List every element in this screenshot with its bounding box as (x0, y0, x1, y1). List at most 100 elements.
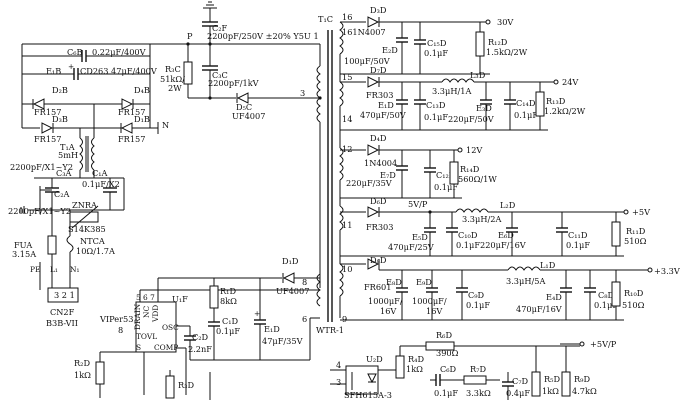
d8d-value: FR601 (364, 282, 391, 292)
r3c-value1: 51kΩ/ (160, 74, 185, 84)
c14d-label: C₁₄D (516, 98, 536, 108)
e5d-label: E₅D (412, 232, 428, 242)
r4d-resistor (395, 355, 405, 379)
e1b-value: CD263 47μF/400V (80, 66, 158, 76)
d1b-label: D₁B (134, 114, 150, 124)
rail-5v: +5V (632, 207, 651, 217)
b3b-label: B3B-VII (46, 318, 78, 328)
r13d-value: 1.2kΩ/2W (544, 106, 586, 116)
e7d-value: 220μF/35V (346, 178, 393, 188)
fua-label: FUA (14, 240, 32, 250)
fr157-3: FR157 (34, 134, 61, 144)
c15d-label: C₁₅D (427, 38, 447, 48)
e9d-label: E₉D (416, 277, 432, 287)
r2d-label: R₂D (74, 358, 90, 368)
comp-pin-label: COMP (154, 343, 178, 352)
l3d-value: 3.3μH/1A (432, 86, 471, 96)
cn-pins: 3 2 1 (54, 290, 75, 300)
r3c-value2: 2W (168, 83, 182, 93)
c9d-label: C₉D (468, 290, 485, 300)
c13d-value: 0.1μF (424, 112, 448, 122)
r1d-label: R₁D (220, 286, 236, 296)
c2f-label: C₂F (212, 23, 228, 33)
d3d-label: D₃D (370, 5, 387, 15)
d6d-label: D₆D (370, 196, 387, 206)
r9d-label: R₉D (574, 374, 590, 384)
n-label: N (162, 120, 169, 130)
rail-30v: 30V (497, 17, 514, 27)
svg-text:+: + (68, 62, 74, 71)
c7d-label: C₇D (512, 376, 529, 386)
n1-label: N₁ (70, 265, 79, 274)
d4d-label: D₄D (370, 133, 387, 143)
l1-label: L₁ (50, 265, 58, 274)
tovl-pin-label: TOVL (136, 332, 157, 341)
d1d-value: UF4007 (276, 286, 309, 296)
rail-24v: 24V (562, 77, 579, 87)
s14k385-label: S14K385 (68, 224, 106, 234)
r6d-label: R₆D (436, 330, 452, 340)
pin9-label: 9 (342, 314, 347, 324)
c8d-value: 0.1μF (594, 300, 618, 310)
r5d-resistor (531, 371, 541, 397)
r10d-label: R₁₀D (624, 288, 644, 298)
e3d-label: E₃D (476, 103, 492, 113)
c13d-label: C₁₃D (426, 100, 446, 110)
r3d-label: R₃D (178, 380, 194, 390)
r9d-value: 4.7kΩ (572, 386, 597, 396)
chassis-ground-icon (20, 206, 40, 214)
c9d-value: 0.1μF (466, 300, 490, 310)
u2d-label: U₂D (366, 354, 383, 364)
r13d-resistor (535, 91, 545, 117)
r3c-resistor (183, 61, 193, 85)
r1d-resistor (209, 285, 219, 309)
c2d-value: 2.2nF (188, 344, 212, 354)
d3d-value: 161N4007 (342, 27, 386, 37)
d1d-label: D₁D (282, 256, 299, 266)
d8d-label: D₈D (370, 255, 387, 265)
e8d-value2: 16V (380, 306, 397, 316)
ntca-label: NTCA (80, 236, 105, 246)
e3d-value: 220μF/50V (448, 114, 495, 124)
pin3-label: 3 (300, 88, 305, 98)
cn2f-label: CN2F (50, 307, 75, 317)
cn2f-connector (47, 287, 79, 303)
d6d-value: FR303 (366, 222, 393, 232)
c6b-value: 0.22μF/400V (92, 47, 147, 57)
znra-label: ZNRA (72, 200, 97, 210)
l2d-inductor (455, 208, 489, 213)
c1a-value: 0.1μF/X2 (82, 179, 120, 189)
rail-5vp: +5V/P (590, 339, 617, 349)
pin10-label: 10 (342, 264, 352, 274)
e6d-label: E₆D (498, 230, 514, 240)
r4d-value: 1kΩ (406, 364, 423, 374)
r12d-resistor (475, 31, 485, 57)
pin16-label: 16 (342, 12, 352, 22)
ntca-value: 10Ω/1.7A (76, 246, 115, 256)
fua-value: 3.15A (12, 249, 36, 259)
c3c-label: C₃C (212, 70, 228, 80)
l2d-label: L₂D (500, 200, 516, 210)
node-p-label: P (187, 31, 193, 41)
r1d-value: 8kΩ (220, 296, 237, 306)
pin6-label: 6 (302, 314, 307, 324)
d7d-value: FR303 (366, 90, 393, 100)
r14d-label: R₁₄D (460, 164, 480, 174)
e2d-label: E₂D (382, 45, 398, 55)
pin11-label: 11 (342, 220, 352, 230)
e1b-label: E₁B (46, 66, 61, 76)
r14d-value: 560Ω/1W (458, 174, 497, 184)
e7d-label: E₇D (380, 170, 396, 180)
vdd-pin-label: VDD (151, 305, 160, 323)
c2f-value: 2200pF/250V ±20% Y5U 1 (207, 31, 319, 41)
r6d-value: 390Ω (436, 348, 459, 358)
c2a-label: C₂A (54, 189, 70, 199)
viper-pins-top: 5 6 7 (136, 293, 155, 302)
d1b2-diode (120, 122, 133, 134)
opto-led (367, 373, 377, 384)
e4d-label: E₄D (546, 292, 562, 302)
sfh-label: SFH615A-3 (344, 390, 392, 400)
pe-label: PE (30, 265, 40, 274)
e9d-value2: 16V (426, 306, 443, 316)
